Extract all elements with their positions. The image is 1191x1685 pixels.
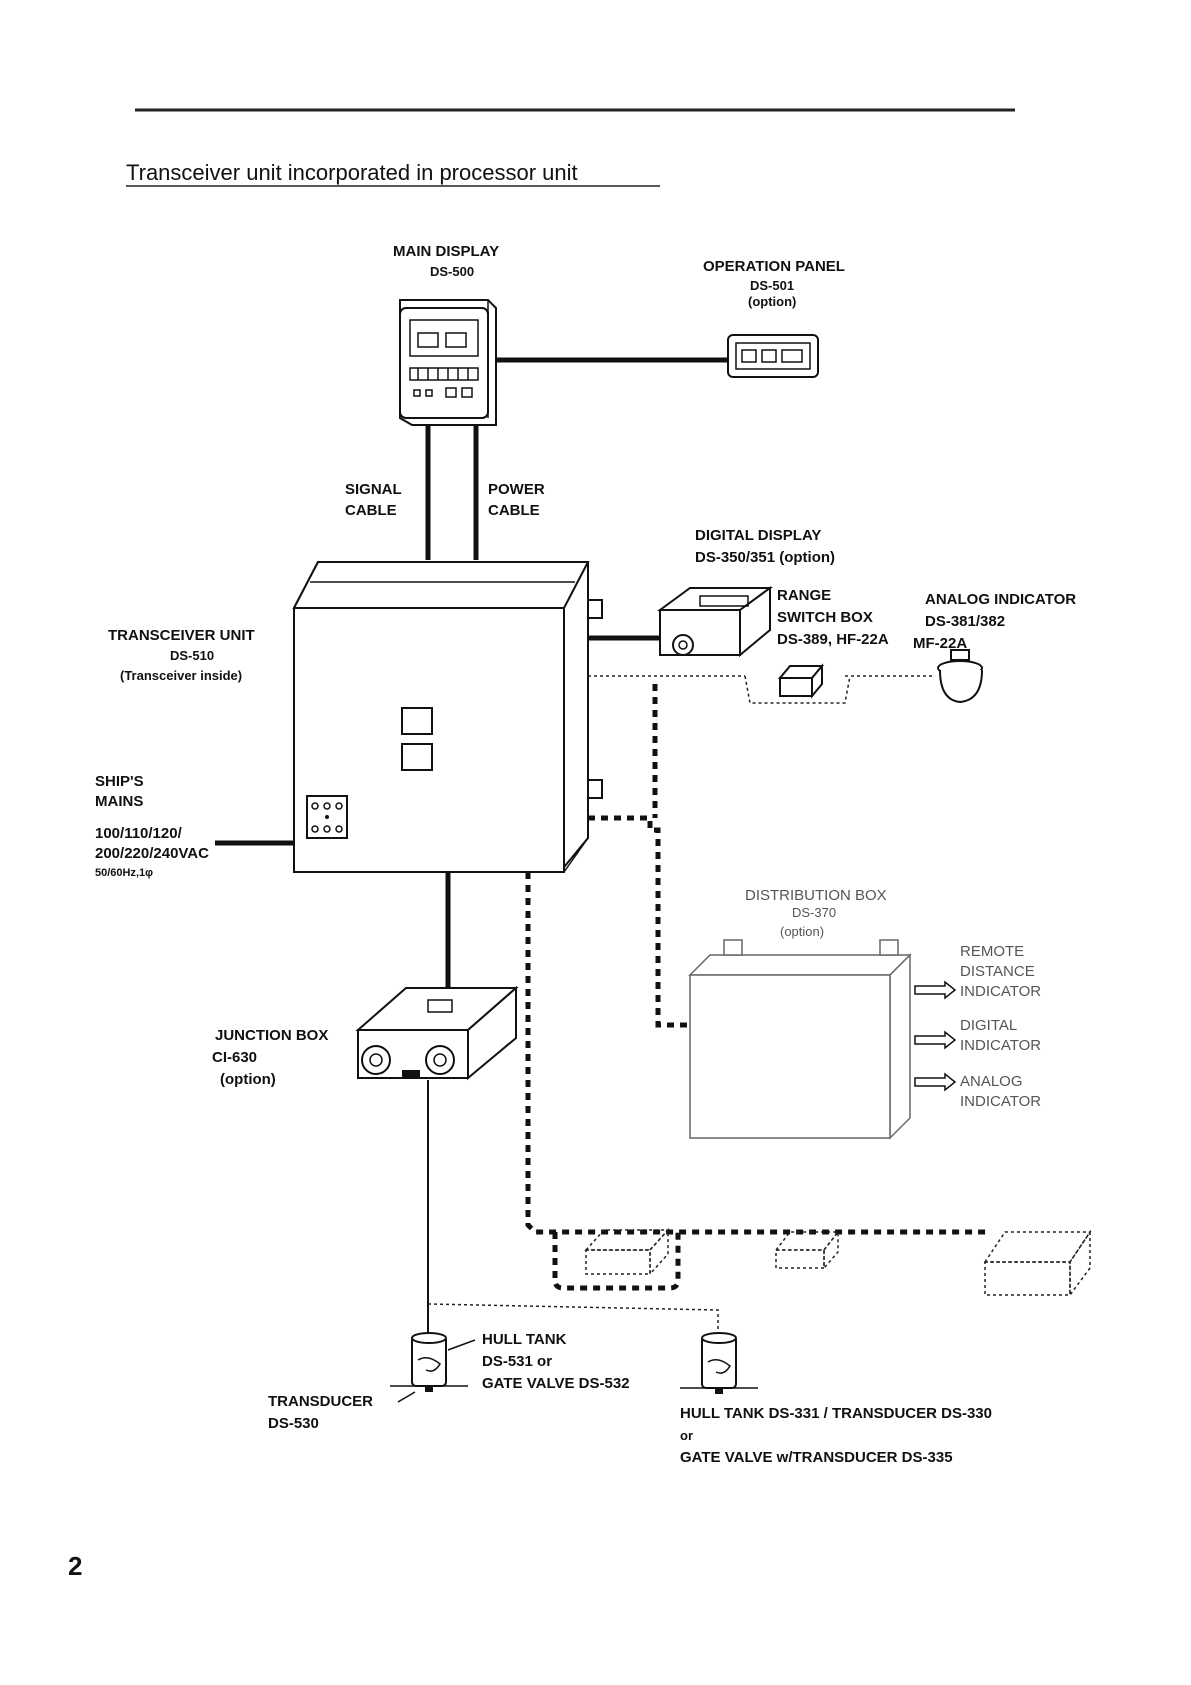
junction-box-note: (option) <box>220 1071 276 1088</box>
remote-output-2: DISTANCE <box>960 963 1035 980</box>
operation-panel <box>727 334 819 378</box>
transceiver-unit-note: (Transceiver inside) <box>120 668 242 683</box>
hull-tank-2-line-3: GATE VALVE w/TRANSDUCER DS-335 <box>680 1449 953 1466</box>
hull-tank-1-alt: GATE VALVE DS-532 <box>482 1375 630 1392</box>
operation-panel-model: DS-501 <box>750 278 794 293</box>
analog-output-2: INDICATOR <box>960 1093 1041 1110</box>
main-display-name: MAIN DISPLAY <box>393 243 499 260</box>
transducer-model: DS-530 <box>268 1415 319 1432</box>
hull-tank-1-model: DS-531 or <box>482 1353 552 1370</box>
mains-frequency: 50/60Hz,1φ <box>95 867 153 879</box>
transducer-leader <box>397 1391 416 1403</box>
operation-panel-note: (option) <box>748 294 796 309</box>
range-switch-label-1: RANGE <box>777 587 831 604</box>
hull-tank-1 <box>390 1332 468 1392</box>
distribution-box-cable <box>588 815 690 1028</box>
signal-cable-label-1: SIGNAL <box>345 481 402 498</box>
signal-cable-label-2: CABLE <box>345 502 397 519</box>
page-number: 2 <box>68 1551 82 1581</box>
mains-voltage-1: 100/110/120/ <box>95 825 183 842</box>
junction-box-name: JUNCTION BOX <box>215 1027 328 1044</box>
digital-output-1: DIGITAL <box>960 1017 1017 1034</box>
optional-unit-3 <box>983 1229 1092 1298</box>
hull-tank-1-name: HULL TANK <box>482 1331 567 1348</box>
ships-mains-label-1: SHIP'S <box>95 773 144 790</box>
power-cable-label-2: CABLE <box>488 502 540 519</box>
analog-output-1: ANALOG <box>960 1073 1023 1090</box>
distribution-box <box>688 939 912 1140</box>
hull-tank-2-line-1: HULL TANK DS-331 / TRANSDUCER DS-330 <box>680 1405 992 1422</box>
transceiver-unit-model: DS-510 <box>170 648 214 663</box>
digital-display-model: DS-350/351 (option) <box>695 549 835 566</box>
range-switch-dotted-frame <box>744 675 851 704</box>
transducer-name: TRANSDUCER <box>268 1393 373 1410</box>
optional-unit-2 <box>774 1229 840 1270</box>
digital-display-name: DIGITAL DISPLAY <box>695 527 821 544</box>
distribution-box-model: DS-370 <box>792 905 836 920</box>
mains-voltage-2: 200/220/240VAC <box>95 845 209 862</box>
junction-box-model: CI-630 <box>212 1049 257 1066</box>
hull-tank-2-cable <box>427 1303 719 1330</box>
digital-display <box>656 586 774 658</box>
hull-tank-2 <box>680 1332 758 1394</box>
transceiver-unit <box>292 561 603 873</box>
analog-indicator-model-2: MF-22A <box>913 635 967 652</box>
operation-panel-name: OPERATION PANEL <box>703 258 845 275</box>
page-title: Transceiver unit incorporated in process… <box>126 160 578 185</box>
range-switch-box <box>777 663 825 699</box>
ships-mains-label-2: MAINS <box>95 793 143 810</box>
hull-tank-1-leader <box>447 1339 476 1351</box>
digital-arrow-icon <box>914 1030 957 1050</box>
analog-indicator-model-1: DS-381/382 <box>925 613 1005 630</box>
remote-output-3: INDICATOR <box>960 983 1041 1000</box>
analog-indicator-name: ANALOG INDICATOR <box>925 591 1076 608</box>
main-display-model: DS-500 <box>430 264 474 279</box>
digital-output-2: INDICATOR <box>960 1037 1041 1054</box>
remote-arrow-icon <box>914 980 957 1000</box>
analog-arrow-icon <box>914 1072 957 1092</box>
hull-tank-2-line-2: or <box>680 1428 693 1443</box>
optional-unit-1 <box>584 1228 670 1276</box>
optional-bus-cable <box>525 872 990 1235</box>
power-cable-label-1: POWER <box>488 481 545 498</box>
range-switch-model: DS-389, HF-22A <box>777 631 889 648</box>
transceiver-unit-name: TRANSCEIVER UNIT <box>108 627 255 644</box>
analog-indicator <box>937 649 983 704</box>
distribution-box-name: DISTRIBUTION BOX <box>745 887 887 904</box>
main-display <box>399 299 497 426</box>
remote-output-1: REMOTE <box>960 943 1024 960</box>
junction-box <box>355 985 519 1081</box>
range-switch-label-2: SWITCH BOX <box>777 609 873 626</box>
distribution-box-note: (option) <box>780 924 824 939</box>
